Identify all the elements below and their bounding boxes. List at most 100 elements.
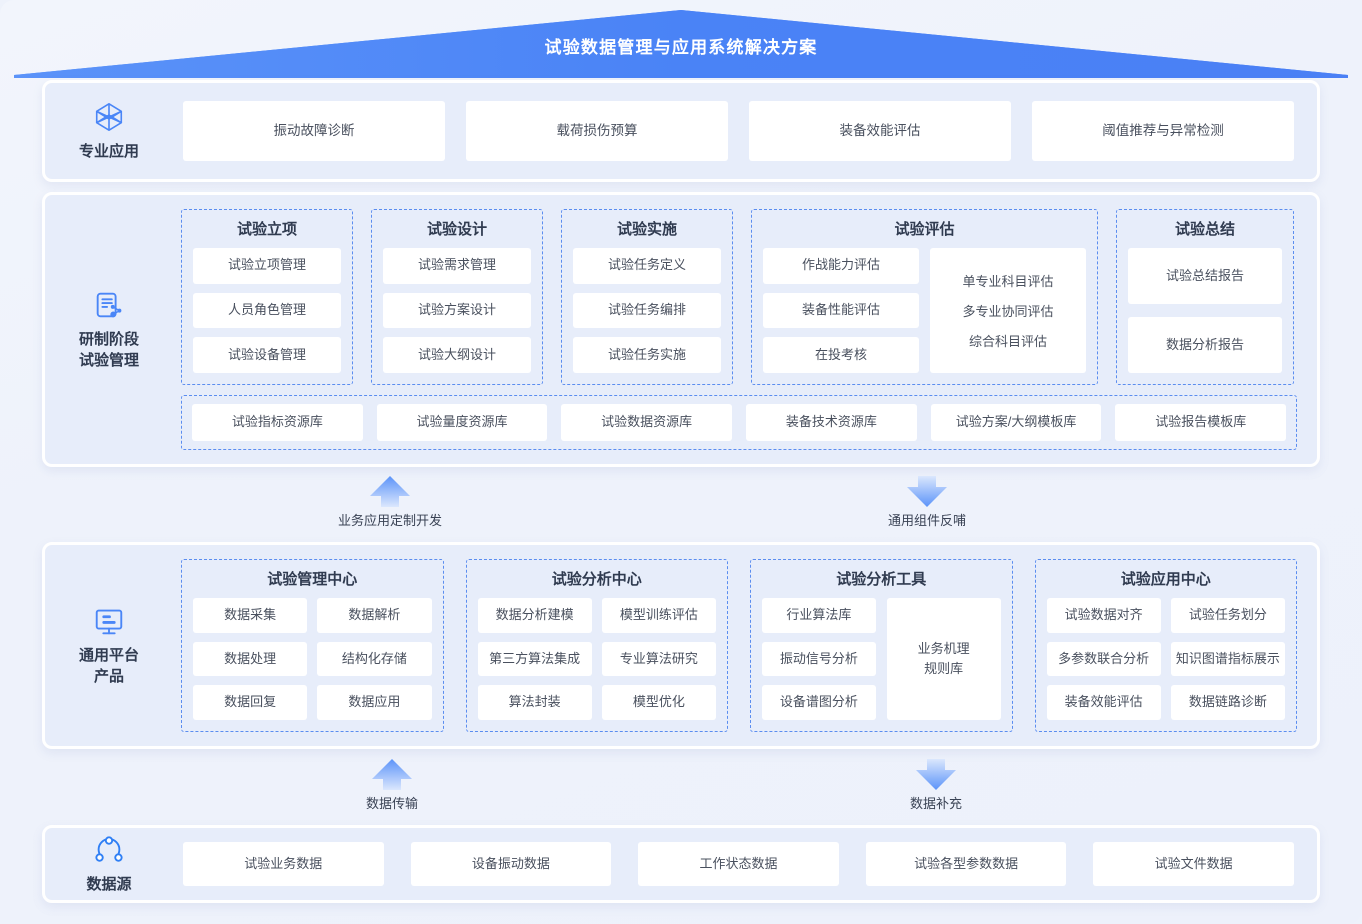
section-label-text: 研制阶段 试验管理 xyxy=(79,330,139,371)
group-item[interactable]: 试验设备管理 xyxy=(193,337,341,374)
group-item[interactable]: 算法封装 xyxy=(477,685,592,720)
panel-line-2: 规则库 xyxy=(924,661,964,676)
connector-data-supplement: 数据补充 xyxy=(910,757,962,812)
section-general-platform-products: 通用平台 产品 试验管理中心 数据采集 数据解析 数据处理 结构化存储 数据回复… xyxy=(42,542,1320,749)
connector-data-transfer: 数据传输 xyxy=(366,757,418,812)
resource-library-item[interactable]: 试验指标资源库 xyxy=(192,404,363,441)
group-item[interactable]: 装备效能评估 xyxy=(1046,685,1161,720)
tool-columns: 行业算法库 振动信号分析 设备谱图分析 业务机理 规则库 xyxy=(762,598,1001,721)
data-source-card[interactable]: 工作状态数据 xyxy=(638,842,839,886)
group-title: 试验总结 xyxy=(1174,221,1235,238)
monitor-icon xyxy=(95,609,123,635)
group-item[interactable]: 振动信号分析 xyxy=(762,641,876,677)
group-title: 试验实施 xyxy=(616,221,677,238)
group-test-application-center: 试验应用中心 试验数据对齐 试验任务划分 多参数联合分析 知识图谱指标展示 装备… xyxy=(1034,559,1297,732)
group-item[interactable]: 行业算法库 xyxy=(762,598,876,633)
resource-library-group: 试验指标资源库 试验量度资源库 试验数据资源库 装备技术资源库 试验方案/大纲模… xyxy=(181,395,1297,450)
cube-outline-icon xyxy=(95,102,123,131)
professional-applications-list: 振动故障诊断 载荷损伤预算 装备效能评估 阈值推荐与异常检测 xyxy=(173,83,1317,179)
group-title: 试验设计 xyxy=(426,221,487,238)
group-item[interactable]: 知识图谱指标展示 xyxy=(1170,641,1285,677)
resource-library-item[interactable]: 试验方案/大纲模板库 xyxy=(930,404,1102,441)
group-item[interactable]: 模型训练评估 xyxy=(601,598,716,633)
group-title: 试验管理中心 xyxy=(267,571,358,588)
group-item[interactable]: 数据解析 xyxy=(317,598,432,633)
group-item[interactable]: 装备性能评估 xyxy=(763,292,919,329)
group-item[interactable]: 设备谱图分析 xyxy=(762,685,876,721)
connector-label: 数据传输 xyxy=(366,796,419,811)
connector-label: 业务应用定制开发 xyxy=(338,513,443,528)
subject-evaluation-panel: 单专业科目评估 多专业协同评估 综合科目评估 xyxy=(930,248,1086,373)
arrow-down-icon xyxy=(907,476,947,507)
group-item[interactable]: 多参数联合分析 xyxy=(1046,641,1161,677)
group-test-analysis-center: 试验分析中心 数据分析建模 模型训练评估 第三方算法集成 专业算法研究 算法封装… xyxy=(465,559,728,732)
group-item[interactable]: 人员角色管理 xyxy=(193,292,341,329)
document-analysis-icon xyxy=(96,292,122,318)
group-item[interactable]: 试验任务实施 xyxy=(573,337,721,374)
resource-library-item[interactable]: 试验报告模板库 xyxy=(1115,404,1287,441)
group-item[interactable]: 模型优化 xyxy=(601,685,716,720)
section-label-professional-applications: 专业应用 xyxy=(45,83,173,179)
group-test-management-center: 试验管理中心 数据采集 数据解析 数据处理 结构化存储 数据回复 数据应用 xyxy=(181,559,444,732)
resource-library-row: 试验指标资源库 试验量度资源库 试验数据资源库 装备技术资源库 试验方案/大纲模… xyxy=(181,395,1297,450)
group-item[interactable]: 试验任务编排 xyxy=(573,292,721,329)
section-professional-applications: 专业应用 振动故障诊断 载荷损伤预算 装备效能评估 阈值推荐与异常检测 xyxy=(42,80,1320,182)
network-node-icon xyxy=(95,836,123,862)
group-items: 试验立项管理 人员角色管理 试验设备管理 xyxy=(193,248,341,374)
group-item[interactable]: 作战能力评估 xyxy=(763,248,919,284)
evaluation-items: 作战能力评估 装备性能评估 在投考核 xyxy=(763,248,919,374)
data-source-card[interactable]: 试验各型参数数据 xyxy=(865,842,1067,886)
panel-item: 多专业协同评估 xyxy=(962,304,1054,319)
group-test-design: 试验设计 试验需求管理 试验方案设计 试验大纲设计 xyxy=(371,209,543,385)
resource-library-item[interactable]: 试验量度资源库 xyxy=(376,404,548,441)
group-items: 试验数据对齐 试验任务划分 多参数联合分析 知识图谱指标展示 装备效能评估 数据… xyxy=(1046,598,1285,720)
group-item[interactable]: 数据采集 xyxy=(193,598,308,633)
group-item[interactable]: 数据链路诊断 xyxy=(1170,685,1285,720)
data-source-list: 试验业务数据 设备振动数据 工作状态数据 试验各型参数数据 试验文件数据 xyxy=(173,828,1317,900)
group-item[interactable]: 数据处理 xyxy=(193,641,308,677)
group-item[interactable]: 第三方算法集成 xyxy=(477,641,592,677)
group-item[interactable]: 数据分析报告 xyxy=(1128,317,1282,373)
group-item[interactable]: 数据应用 xyxy=(317,685,432,720)
app-card[interactable]: 阈值推荐与异常检测 xyxy=(1032,101,1294,161)
group-test-analysis-tools: 试验分析工具 行业算法库 振动信号分析 设备谱图分析 业务机理 规则库 xyxy=(750,559,1013,732)
panel-line-1: 业务机理 xyxy=(917,640,970,656)
group-item[interactable]: 在投考核 xyxy=(763,337,919,374)
group-item[interactable]: 试验大纲设计 xyxy=(383,337,531,374)
group-item[interactable]: 试验方案设计 xyxy=(383,292,531,329)
platform-groups: 试验管理中心 数据采集 数据解析 数据处理 结构化存储 数据回复 数据应用 试验… xyxy=(173,545,1317,746)
app-card[interactable]: 振动故障诊断 xyxy=(183,101,445,161)
app-card[interactable]: 装备效能评估 xyxy=(749,101,1011,161)
connector-label: 通用组件反哺 xyxy=(888,513,967,528)
group-item[interactable]: 结构化存储 xyxy=(317,641,432,677)
business-rule-library-panel[interactable]: 业务机理 规则库 xyxy=(886,598,1001,720)
evaluation-subject-panel[interactable]: 单专业科目评估 多专业协同评估 综合科目评估 xyxy=(930,248,1086,373)
arrow-up-icon xyxy=(372,759,412,790)
group-item[interactable]: 试验总结报告 xyxy=(1128,248,1282,304)
group-item[interactable]: 试验需求管理 xyxy=(383,248,531,284)
group-item[interactable]: 试验数据对齐 xyxy=(1046,598,1161,633)
group-items: 试验需求管理 试验方案设计 试验大纲设计 xyxy=(383,248,531,374)
group-test-summary: 试验总结 试验总结报告 数据分析报告 xyxy=(1116,209,1294,385)
connector-component-feedback: 通用组件反哺 xyxy=(888,474,966,529)
label-line-1: 通用平台 xyxy=(78,647,139,665)
group-item[interactable]: 试验任务定义 xyxy=(573,248,721,284)
data-source-card[interactable]: 设备振动数据 xyxy=(410,842,612,886)
group-item[interactable]: 试验立项管理 xyxy=(193,248,341,284)
app-card[interactable]: 载荷损伤预算 xyxy=(466,101,728,161)
data-source-card[interactable]: 试验文件数据 xyxy=(1093,842,1294,886)
resource-library-item[interactable]: 试验数据资源库 xyxy=(561,404,733,441)
data-source-card[interactable]: 试验业务数据 xyxy=(183,842,384,886)
connectors-lower: 数据传输 数据补充 xyxy=(0,757,1362,817)
group-test-implementation: 试验实施 试验任务定义 试验任务编排 试验任务实施 xyxy=(561,209,733,385)
group-item[interactable]: 数据分析建模 xyxy=(477,598,592,633)
connectors-upper: 业务应用定制开发 通用组件反哺 xyxy=(0,474,1362,534)
group-items: 试验任务定义 试验任务编排 试验任务实施 xyxy=(573,248,721,374)
section-label-text: 专业应用 xyxy=(78,142,139,160)
resource-library-item[interactable]: 装备技术资源库 xyxy=(746,404,917,441)
group-item[interactable]: 数据回复 xyxy=(193,685,308,720)
group-item[interactable]: 专业算法研究 xyxy=(601,641,716,677)
group-item[interactable]: 试验任务划分 xyxy=(1170,598,1285,633)
group-title: 试验分析中心 xyxy=(551,571,642,588)
